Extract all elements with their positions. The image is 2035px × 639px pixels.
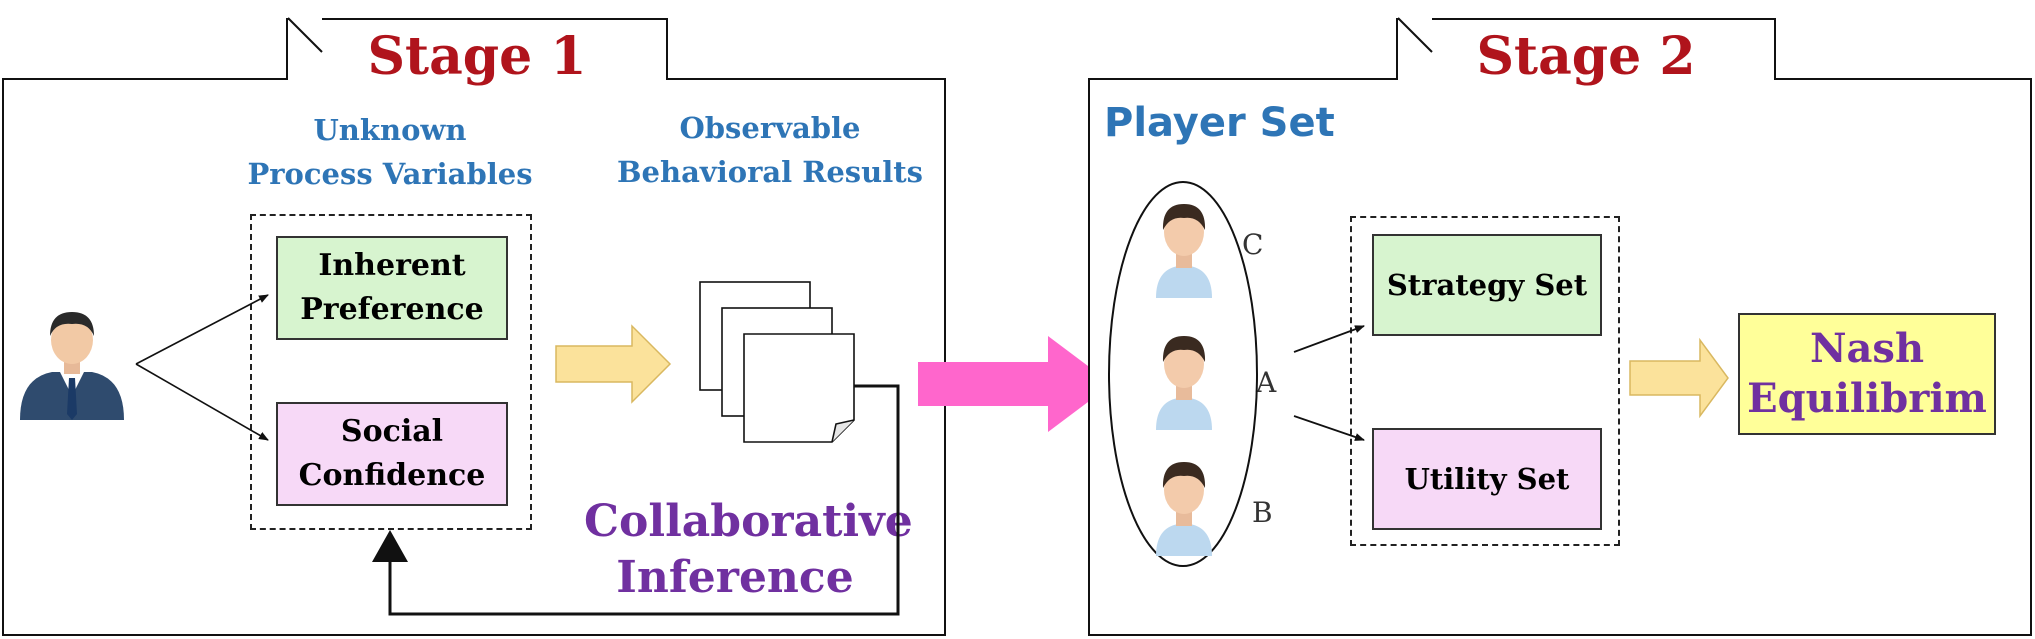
player-label-b: B <box>1252 496 1273 529</box>
unknown-variables-group <box>250 214 532 530</box>
stacked-documents-icon <box>699 281 855 443</box>
observable-behavioral-results-label: Observable Behavioral Results <box>617 111 923 189</box>
nash-equilibrium-box: Nash Equilibrim <box>1738 313 1996 435</box>
player-label-c: C <box>1242 228 1264 261</box>
stage1-title: Stage 1 <box>367 26 587 87</box>
businessman-icon <box>20 312 124 420</box>
feedback-loop-line <box>388 384 900 616</box>
tab-fold-corner <box>287 17 323 53</box>
tab-fold-corner <box>1397 17 1433 53</box>
social-confidence-box: Social Confidence <box>276 402 508 506</box>
stage2-flow-arrow <box>1629 337 1729 419</box>
person-avatar-icon <box>1156 462 1212 556</box>
person-avatar-icon <box>1156 204 1212 298</box>
player-set-label: Player Set <box>1104 100 1335 146</box>
stage2-title: Stage 2 <box>1476 26 1696 87</box>
unknown-process-variables-label: Unknown Process Variables <box>247 113 533 191</box>
stage1-tab: Stage 1 <box>286 17 668 87</box>
feedback-arrowhead <box>372 530 408 562</box>
arrow-to-inherent <box>135 294 269 365</box>
stage-transition-arrow <box>918 336 1112 432</box>
player-label-a: A <box>1256 366 1277 399</box>
arrow-to-utility <box>1293 415 1365 441</box>
person-avatar-icon <box>1156 336 1212 430</box>
stage1-flow-arrow <box>555 324 672 404</box>
strategy-utility-group <box>1350 216 1620 546</box>
arrow-to-social <box>135 363 269 441</box>
stage2-tab: Stage 2 <box>1396 17 1776 87</box>
strategy-set-box: Strategy Set <box>1372 234 1602 336</box>
arrow-to-strategy <box>1293 325 1365 353</box>
inherent-preference-box: Inherent Preference <box>276 236 508 340</box>
utility-set-box: Utility Set <box>1372 428 1602 530</box>
collaborative-inference-label: Collaborative Inference <box>584 496 913 603</box>
player-set-ellipse <box>1108 181 1258 567</box>
